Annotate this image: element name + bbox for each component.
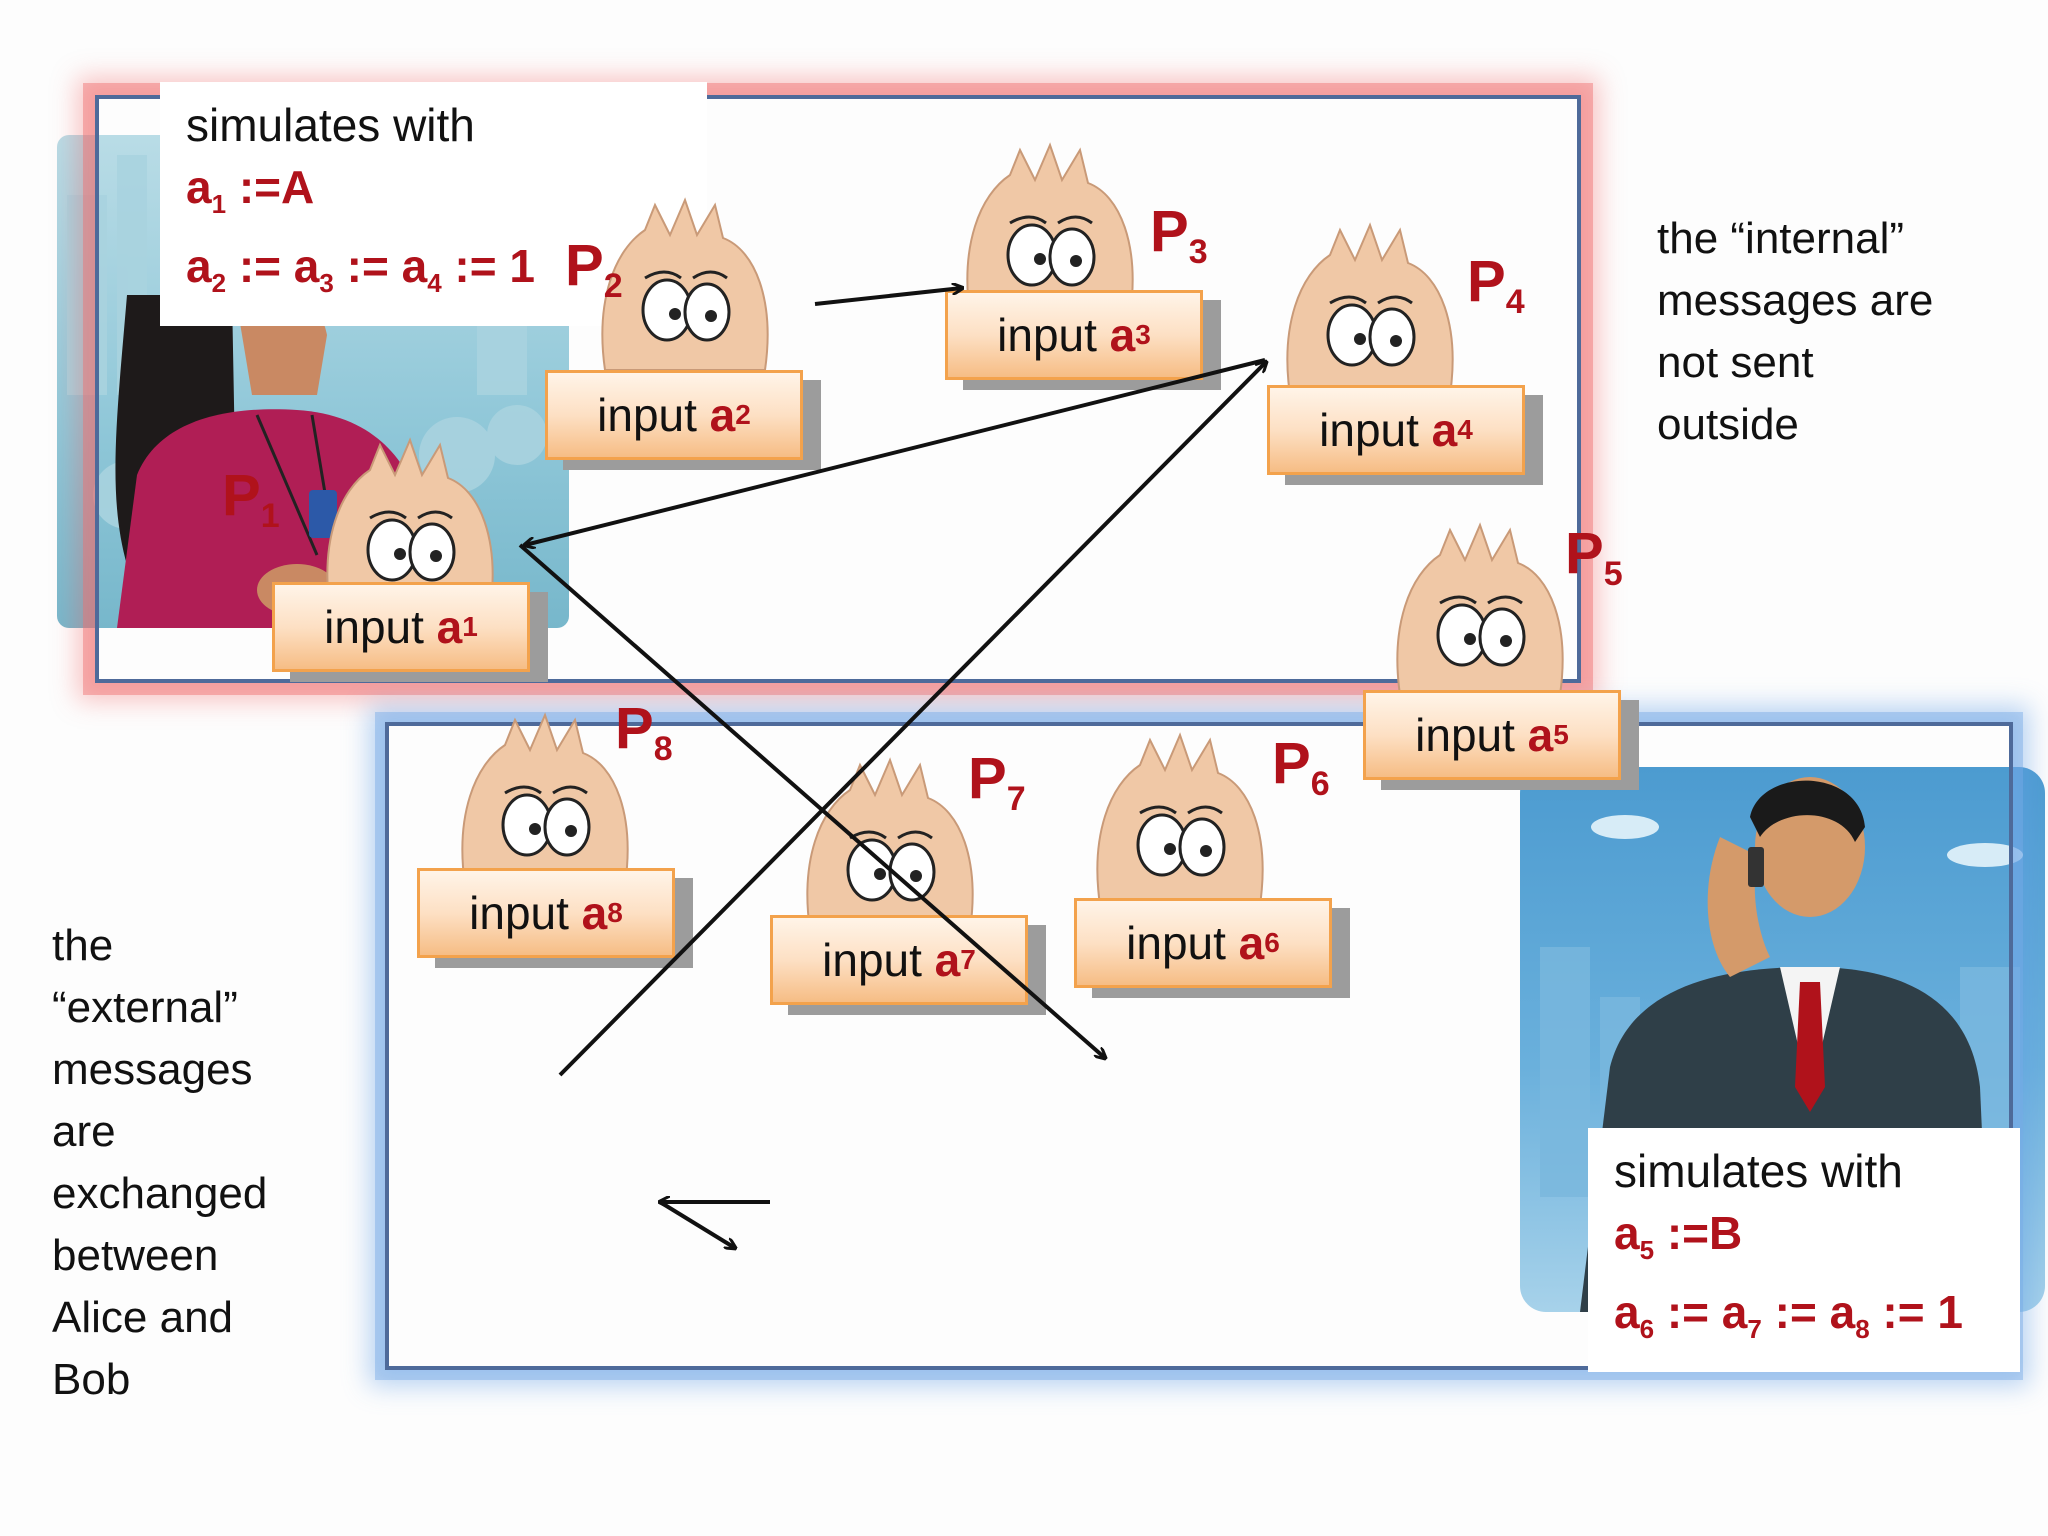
callout-title: simulates with bbox=[186, 99, 475, 151]
label-p7: P7 bbox=[968, 746, 1026, 818]
arrow-external-to-p4 bbox=[558, 362, 1266, 1077]
alice-simulation-callout: simulates with a1 :=A a2 := a3 := a4 := … bbox=[160, 82, 707, 327]
label-p4: P4 bbox=[1467, 249, 1525, 321]
label-p6: P6 bbox=[1272, 731, 1330, 803]
bob-group-frame bbox=[385, 722, 2013, 1370]
alice-assign-others: a2 := a3 := a4 := 1 bbox=[186, 240, 535, 299]
arrow-p4-to-p1 bbox=[525, 358, 1266, 545]
internal-messages-note: the “internal” messages are not sent out… bbox=[1657, 214, 1934, 449]
label-p1: P1 bbox=[222, 463, 280, 535]
label-p3: P3 bbox=[1150, 199, 1208, 271]
bob-assign-others: a6 := a7 := a8 := 1 bbox=[1614, 1286, 1963, 1345]
arrow-external-right bbox=[658, 1200, 735, 1248]
label-p8: P8 bbox=[615, 696, 673, 768]
label-p5: P5 bbox=[1565, 521, 1623, 593]
bob-assign-a5: a5 :=B bbox=[1614, 1207, 1743, 1266]
callout-title: simulates with bbox=[1614, 1145, 1903, 1197]
external-messages-note: the “external” messages are exchanged be… bbox=[52, 921, 268, 1404]
arrow-p2-to-p3 bbox=[814, 288, 962, 306]
label-p2: P2 bbox=[565, 233, 623, 305]
arrow-p1-to-external bbox=[518, 543, 1105, 1058]
alice-group-frame bbox=[95, 95, 1581, 683]
bob-simulation-callout: simulates with a5 :=B a6 := a7 := a8 := … bbox=[1588, 1128, 2020, 1373]
alice-assign-a1: a1 :=A bbox=[186, 161, 315, 220]
